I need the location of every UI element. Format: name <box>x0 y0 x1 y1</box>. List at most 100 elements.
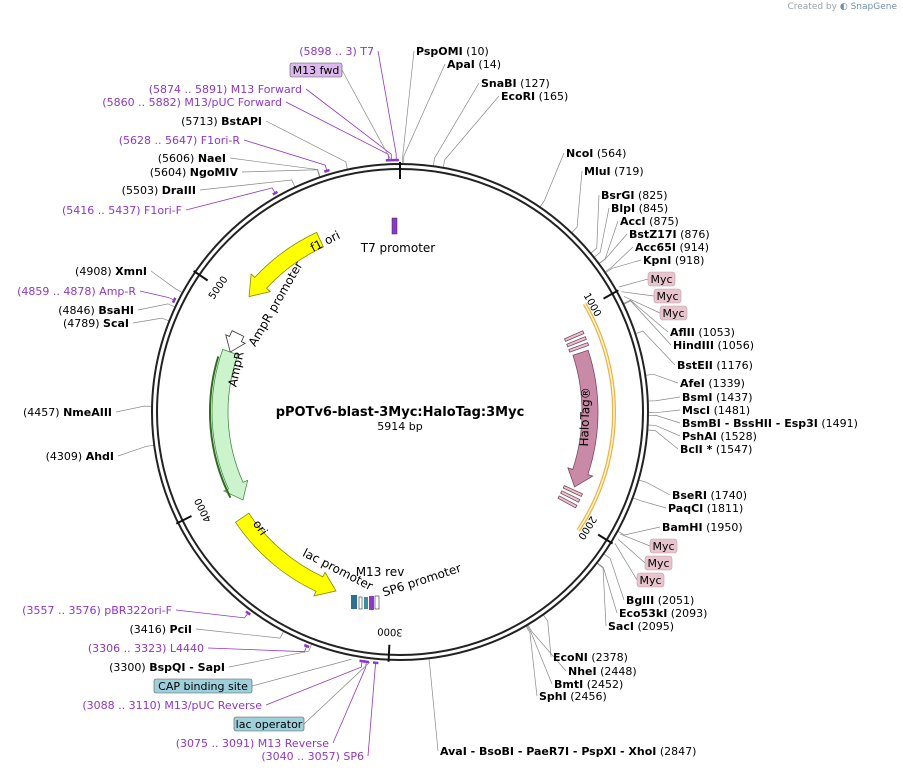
site-label-ahdi: (4309) AhdI <box>46 450 114 463</box>
leader-sphi <box>525 625 538 697</box>
site-label-paqci: PaqCI (1811) <box>668 502 743 515</box>
primer-leader-0 <box>377 50 397 162</box>
leader-paqci <box>632 497 667 509</box>
myc-segment-4 <box>560 490 581 503</box>
leader-naei <box>229 157 321 178</box>
tick-label-5000: 5000 <box>207 274 230 301</box>
tick-label-3000: 3000 <box>377 625 403 637</box>
leader-ncoi <box>539 152 565 208</box>
site-label-bglii: BglII (2051) <box>626 594 694 607</box>
right-site-labels: PspOMI (10)ApaI (14)SnaBI (127)EcoRI (16… <box>416 45 858 758</box>
leader-bsahi <box>137 303 176 311</box>
tick-1000 <box>603 289 619 300</box>
site-label-saci: SacI (2095) <box>608 620 674 633</box>
boxed-label-bg-lac-operator <box>233 716 305 732</box>
t7-promoter-mark <box>391 217 398 235</box>
myc-segments <box>557 330 590 509</box>
myc-segment-3 <box>562 485 584 498</box>
myc-leader-0 <box>618 278 649 288</box>
lac-promoter-mark <box>358 596 363 610</box>
leader-afei <box>645 373 679 384</box>
primer-mark-4 <box>272 190 279 196</box>
primer-leader-4 <box>185 187 276 211</box>
primer-leader-3 <box>243 139 328 172</box>
primer-label-6: (3557 .. 3576) pBR322ori-F <box>22 604 172 617</box>
primer-leader-8 <box>265 660 363 706</box>
myc-box-2 <box>659 305 688 321</box>
bp-ticks <box>175 162 619 662</box>
leader-ahdi <box>117 444 155 457</box>
leader-acc65i <box>604 246 634 273</box>
leader-nmeaiii <box>115 405 153 413</box>
primer-leader-1 <box>305 88 392 162</box>
myc-leader-1 <box>621 291 655 297</box>
primer-leader-9 <box>332 660 367 744</box>
site-label-ncoi: NcoI (564) <box>566 147 626 160</box>
primer-label-8: (3088 .. 3110) M13/pUC Reverse <box>82 699 262 712</box>
site-label-nmeaiii: (4457) NmeAIII <box>23 406 112 419</box>
myc-box-0 <box>647 271 676 287</box>
site-label-scai: (4789) ScaI <box>63 317 129 330</box>
leader-draiii <box>199 179 296 191</box>
sp6-promoter-mark <box>374 595 380 610</box>
site-label-bsmbi-bsshii-esp3i: BsmBI - BssHII - Esp3I (1491) <box>682 417 858 430</box>
myc-leader-3 <box>620 533 651 547</box>
myc-segment-0 <box>563 330 585 342</box>
site-label-afei: AfeI (1339) <box>680 377 745 390</box>
site-label-bsrgi: BsrGI (825) <box>601 189 668 202</box>
leader-econi <box>542 614 552 658</box>
myc-label-4: Myc <box>647 557 669 570</box>
primer-mark-5 <box>171 297 177 304</box>
tick-3000 <box>387 644 391 662</box>
leader-bstapi <box>265 120 348 170</box>
primer-labels: (5898 .. 3) T7(5874 .. 5891) M13 Forward… <box>17 45 374 763</box>
boxed-label-lac-operator: lac operator <box>236 718 303 731</box>
site-label-kpni: KpnI (918) <box>643 254 704 267</box>
primer-leader-10 <box>367 661 377 757</box>
leader-pcii <box>195 628 285 639</box>
leader-bseri <box>638 479 671 496</box>
site-label-hindiii: HindIII (1056) <box>673 339 754 352</box>
primer-leader-6 <box>175 609 250 619</box>
site-label-acci: AccI (875) <box>620 215 679 228</box>
leader-pspomi <box>402 50 415 165</box>
site-label-blpi: BlpI (845) <box>611 202 668 215</box>
primer-mark-10 <box>372 661 379 665</box>
halotag-arrow <box>567 349 599 488</box>
myc-box-4 <box>644 555 673 571</box>
primer-mark-3 <box>323 168 330 173</box>
myc-segment-1 <box>566 336 587 348</box>
boxed-label-bg-cap-binding-site <box>153 678 253 694</box>
leader-avai-bsobi-paer7i-pspxi-xhoi <box>428 658 439 752</box>
site-label-nhei: NheI (2448) <box>568 665 637 678</box>
halotag-region-highlight-inner <box>577 303 615 531</box>
leader-snabi <box>433 82 480 167</box>
snapgene-logo-icon: ◐ <box>839 2 848 12</box>
boxed-leader-0 <box>341 69 392 161</box>
primer-leader-2 <box>285 101 389 162</box>
leader-bsrgi <box>590 194 600 254</box>
leader-eco53ki <box>596 562 618 614</box>
boxed-leader-2 <box>303 661 371 725</box>
leader-bamhi <box>617 526 661 536</box>
site-label-bsteii: BstEII (1176) <box>677 359 753 372</box>
tick-4000 <box>175 515 192 525</box>
myc-leader-5 <box>614 543 638 581</box>
primer-label-3: (5628 .. 5647) F1ori-R <box>119 134 241 147</box>
leader-bglii <box>603 553 625 601</box>
plasmid-name: pPOTv6-blast-3Myc:HaloTag:3Myc <box>276 405 525 420</box>
feature-arrows <box>209 217 616 610</box>
m13-rev-mark <box>369 596 374 610</box>
feature-label-halotag: HaloTag® <box>577 387 593 447</box>
boxed-label-bg-m13-fwd <box>289 62 343 78</box>
leader-kpni <box>605 259 642 274</box>
primer-leader-5 <box>139 290 176 302</box>
primer-label-7: (3306 .. 3323) L4440 <box>88 642 204 655</box>
primer-leader-7 <box>207 645 308 653</box>
site-label-avai-bsobi-paer7i-pspxi-xhoi: AvaI - BsoBI - PaeR7I - PspXI - XhoI (28… <box>440 745 696 758</box>
leader-hindiii <box>623 300 672 346</box>
leader-bsmi <box>647 396 681 402</box>
primer-label-4: (5416 .. 5437) F1ori-F <box>62 204 182 217</box>
myc-leader-4 <box>617 538 646 564</box>
primer-label-0: (5898 .. 3) T7 <box>299 45 374 58</box>
